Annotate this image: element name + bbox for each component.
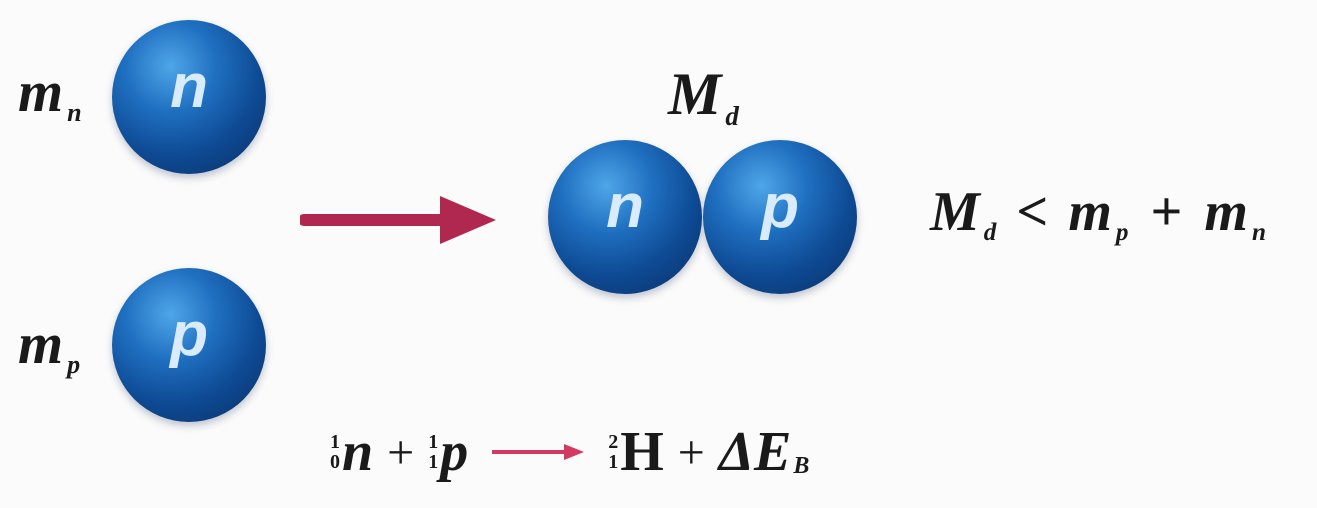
proton-atomic-number: 1 [428,451,439,473]
relation-m-p: m [1068,181,1112,243]
neutron-symbol: n [342,421,374,483]
deuteron-proton-label: p [761,171,799,241]
reaction-plus-1: + [387,425,415,479]
relation-M-subscript: d [983,219,997,247]
deuterium-mass-number: 2 [608,431,619,453]
proton-mass-number: 1 [428,431,439,453]
neutron-mass-subscript: n [67,98,82,128]
neutron-ball-label: n [170,51,208,121]
reaction-plus-2: + [677,425,705,479]
binding-energy-subscript: B [793,452,810,479]
proton-nuclide-indices: 1 1 [428,432,438,472]
binding-energy-symbol: ΔE [718,421,792,483]
relation-M: M [930,181,980,243]
deuterium-nuclide-indices: 2 1 [608,432,618,472]
proton-ball-label: p [170,299,208,369]
proton-ball: p [112,268,266,422]
deuteron-mass-subscript: d [725,100,739,131]
neutron-atomic-number: 0 [330,451,340,473]
neutron-ball: n [112,20,266,174]
proton-symbol: p [440,421,469,483]
relation-less-than: < [1016,181,1049,243]
neutron-mass-number: 1 [330,431,340,453]
relation-plus: + [1150,181,1183,243]
proton-mass-subscript: p [67,350,81,380]
neutron-nuclide-indices: 1 0 [330,432,340,472]
deuterium-atomic-number: 1 [608,451,619,473]
deuteron-proton-ball: p [703,140,857,294]
relation-m-n: m [1204,181,1248,243]
deuteron-mass-symbol: M [668,61,722,127]
deuterium-symbol: H [620,421,664,483]
deuteron-neutron-label: n [606,171,644,241]
relation-m-p-subscript: p [1115,219,1129,247]
neutron-mass-symbol: m [18,59,64,124]
deuteron-neutron-ball: n [548,140,702,294]
equation-arrow [492,444,585,460]
reaction-arrow [300,196,496,244]
relation-m-n-subscript: n [1251,219,1266,247]
proton-mass-symbol: m [18,311,64,376]
